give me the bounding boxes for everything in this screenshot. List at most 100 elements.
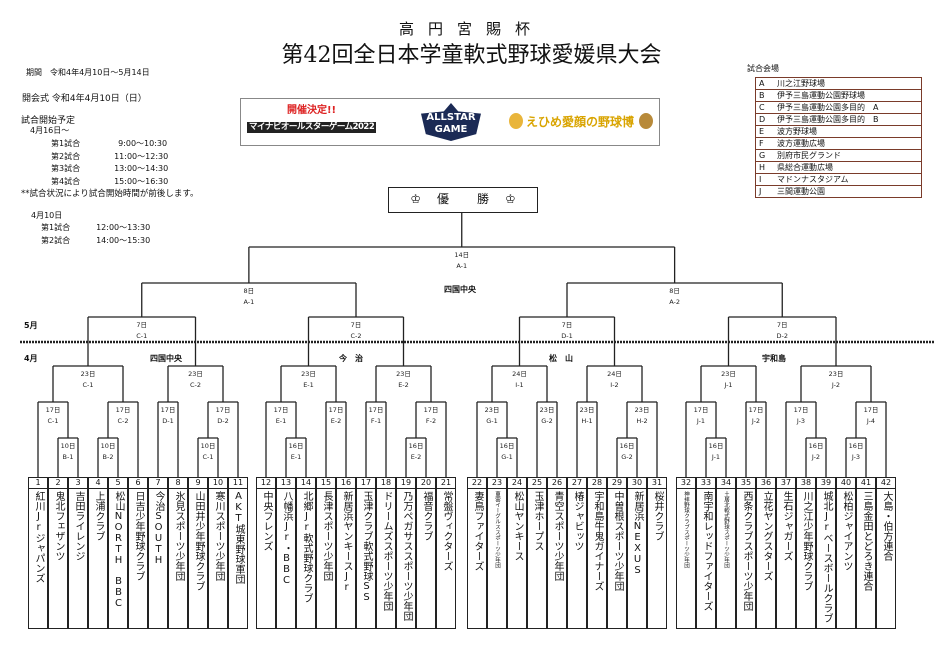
match-venue: H-1: [581, 417, 592, 425]
match-date: 17日: [694, 406, 709, 414]
team-entry: 28 宇和島牛鬼ガイナーズ: [587, 477, 607, 629]
champion-box: ♔優勝♔: [388, 187, 538, 213]
team-number: 1: [29, 478, 47, 489]
team-name: 宇和島牛鬼ガイナーズ: [592, 491, 603, 591]
team-entry: 39 城北Jrベースボールクラブ: [816, 477, 836, 629]
match-date: 23日: [829, 370, 844, 378]
match-venue: B-1: [63, 453, 74, 461]
team-number: 20: [417, 478, 435, 489]
opening-ceremony-text: 開会式 令和4年4月10日（日）: [22, 94, 147, 104]
team-name: 八幡浜Jr・BBC: [281, 491, 292, 586]
team-name: 新居浜ヤンキースJr: [341, 491, 352, 593]
match-date: 8日: [244, 287, 255, 295]
team-number: 39: [817, 478, 835, 489]
match-venue: D-1: [561, 332, 573, 340]
team-name: 中曽根スポーツ少年団: [612, 491, 623, 591]
match-date: 23日: [721, 370, 736, 378]
team-number: 16: [337, 478, 355, 489]
crown-icon: ♔: [505, 192, 516, 206]
match-venue: D-2: [217, 417, 229, 425]
match-venue: J-1: [711, 453, 720, 461]
team-name: 氷見スポーツ少年団: [173, 491, 184, 581]
schedule-note: **試合状況により試合開始時間が前後します。: [21, 189, 199, 199]
month-label-april: 4月: [24, 354, 38, 363]
banner-event-name: マイナビオールスターゲーム2022: [247, 122, 377, 133]
match-venue: H-2: [636, 417, 647, 425]
team-number: 26: [548, 478, 566, 489]
team-name: 三島金田とどろき連合: [861, 491, 872, 591]
team-number: 18: [377, 478, 395, 489]
month-label-may: 5月: [24, 321, 38, 330]
match-date: 17日: [864, 406, 879, 414]
team-number: 15: [317, 478, 335, 489]
match-date: 17日: [369, 406, 384, 414]
match-venue: J-3: [851, 453, 860, 461]
match-date: 17日: [46, 406, 61, 414]
match-date: 16日: [409, 442, 424, 450]
team-name: 長津スポーツ少年団: [321, 491, 332, 581]
ehime-baseball-logo: えひめ愛顔の野球博: [526, 115, 635, 129]
sponsor-banner: 開催決定!! マイナビオールスターゲーム2022 ALLSTAR GAME えひ…: [240, 98, 660, 146]
match-venue: I-1: [515, 381, 523, 389]
match-date: 17日: [794, 406, 809, 414]
team-name: 吉田ライレンジ: [73, 491, 84, 561]
team-number: 14: [297, 478, 315, 489]
match-venue: G-2: [541, 417, 553, 425]
match-date: 7日: [777, 321, 788, 329]
team-number: 28: [588, 478, 606, 489]
team-name: 大島・伯方連合: [881, 491, 892, 561]
venues-title: 試合会場: [747, 64, 779, 73]
team-name: AKT城東野球軍団: [233, 491, 244, 584]
match-date: 23日: [485, 406, 500, 414]
match-date: 16日: [289, 442, 304, 450]
match-venue: F-1: [371, 417, 381, 425]
team-number: 9: [189, 478, 207, 489]
match-venue: D-2: [777, 332, 789, 340]
team-number: 25: [528, 478, 546, 489]
venue-key: J: [755, 185, 774, 198]
team-name: 西条クラブスポーツ少年団: [741, 491, 752, 611]
team-number: 41: [857, 478, 875, 489]
match-date: 17日: [329, 406, 344, 414]
match-venue: J-2: [751, 417, 760, 425]
team-number: 33: [697, 478, 715, 489]
match-venue: J-2: [811, 453, 820, 461]
champion-label: 勝: [477, 192, 490, 206]
match-date: 7日: [562, 321, 573, 329]
match-venue: F-2: [426, 417, 436, 425]
match-date: 16日: [500, 442, 515, 450]
match-venue: J-1: [723, 381, 732, 389]
match-venue: C-2: [190, 381, 201, 389]
crown-icon: ♔: [410, 192, 421, 206]
team-name: 神拝野球クラブスポーツ少年団: [683, 491, 689, 568]
schedule-title: 試合開始予定: [21, 116, 76, 126]
match-date: 16日: [849, 442, 864, 450]
match-venue: C-1: [202, 453, 213, 461]
team-name: 城北Jrベースボールクラブ: [821, 491, 832, 623]
team-name: 玉津ホープス: [532, 491, 543, 551]
match-venue: C-1: [47, 417, 58, 425]
match-venue: J-1: [696, 417, 705, 425]
team-number: 5: [109, 478, 127, 489]
team-name: 今治SOUTH: [153, 491, 164, 566]
match-date: 8日: [669, 287, 680, 295]
